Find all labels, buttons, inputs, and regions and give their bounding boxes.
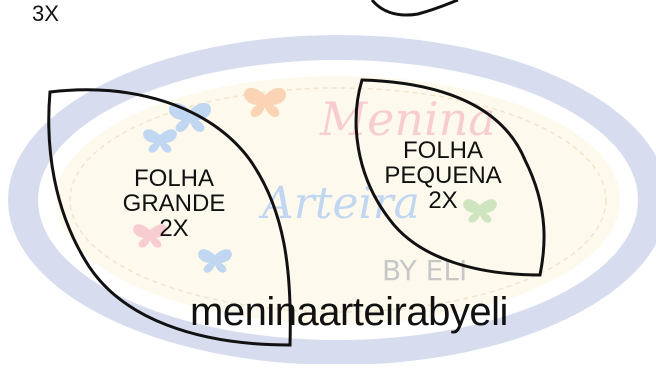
logo-text-arteira: Arteira (258, 178, 420, 229)
small-leaf-count: 2X (428, 187, 458, 215)
logo-text-by-eli: BY ELI (382, 254, 467, 287)
butterfly-icon (463, 199, 497, 223)
small-leaf-outline (354, 78, 546, 277)
small-leaf-label: FOLHA PEQUENA 2X (353, 138, 533, 214)
large-leaf-label: FOLHA GRANDE 2X (94, 166, 254, 242)
top-count-label: 3X (32, 1, 59, 26)
butterfly-icon (133, 224, 167, 248)
logo-fill (56, 76, 620, 324)
butterfly-icon (168, 102, 212, 132)
butterfly-icon (243, 87, 287, 117)
logo-dashed-line (69, 87, 607, 313)
large-leaf-line2: GRANDE (122, 190, 226, 218)
watermark-caption: meninaarteirabyeli (190, 290, 508, 334)
top-leaf-outline (370, 0, 459, 17)
large-leaf-outline (47, 88, 292, 347)
butterfly-icon (143, 129, 177, 153)
small-leaf-line1: FOLHA (402, 137, 483, 164)
small-leaf-line2: PEQUENA (384, 162, 502, 190)
large-leaf-count: 2X (159, 215, 189, 243)
large-leaf-line1: FOLHA (133, 165, 214, 192)
butterfly-icon (198, 249, 232, 273)
